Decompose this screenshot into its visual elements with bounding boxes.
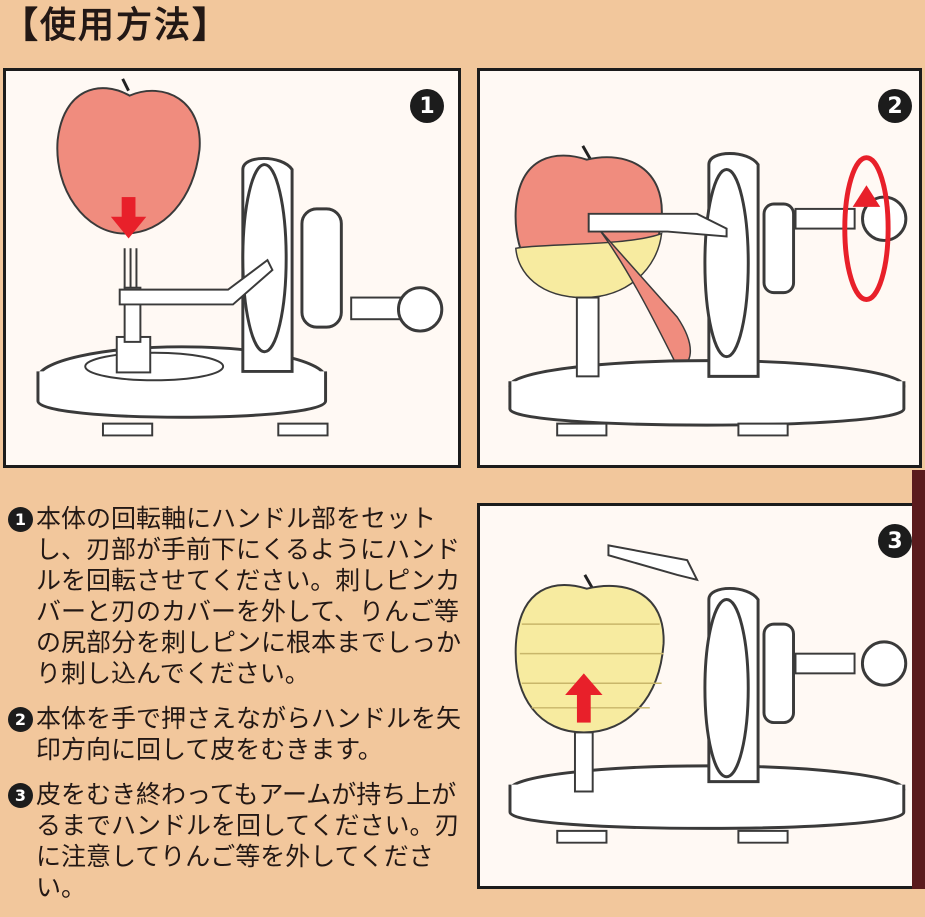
red-arrow-icon — [110, 197, 147, 239]
background-edge — [912, 470, 925, 889]
instruction-step-2: 2 本体を手で押さえながらハンドルを矢印方向に回して皮をむきます。 — [8, 703, 478, 765]
instruction-step-3: 3 皮をむき終わってもアームが持ち上がるまでハンドルを回してください。刃に注意し… — [8, 779, 478, 903]
step-marker: 2 — [8, 707, 33, 732]
step-text: 皮をむき終わってもアームが持ち上がるまでハンドルを回してください。刃に注意してり… — [36, 780, 460, 902]
illustration-step-3: 3 — [477, 503, 922, 889]
apple-peeling-illustration — [508, 145, 908, 437]
step-1-badge: 1 — [410, 89, 444, 123]
step-3-badge: 3 — [878, 524, 912, 558]
instruction-list: 1 本体の回転軸にハンドル部をセットし、刃部が手前下にくるようにハンドルを回転さ… — [8, 503, 478, 917]
red-arrow-icon — [565, 673, 603, 723]
apple-peeled-illustration — [508, 544, 908, 844]
step-2-badge: 2 — [878, 89, 912, 123]
step-marker: 1 — [8, 507, 33, 532]
rotation-arrow-icon — [842, 155, 891, 302]
step-text: 本体を手で押さえながらハンドルを矢印方向に回して皮をむきます。 — [36, 704, 462, 764]
apple-peeler-setup-illustration — [36, 78, 444, 437]
step-text: 本体の回転軸にハンドル部をセットし、刃部が手前下にくるようにハンドルを回転させて… — [36, 504, 462, 688]
illustration-step-1: 1 — [3, 68, 461, 468]
step-marker: 3 — [8, 783, 33, 808]
instruction-step-1: 1 本体の回転軸にハンドル部をセットし、刃部が手前下にくるようにハンドルを回転さ… — [8, 503, 478, 689]
page-title: 【使用方法】 — [2, 5, 231, 46]
illustration-step-2: 2 — [477, 68, 922, 468]
